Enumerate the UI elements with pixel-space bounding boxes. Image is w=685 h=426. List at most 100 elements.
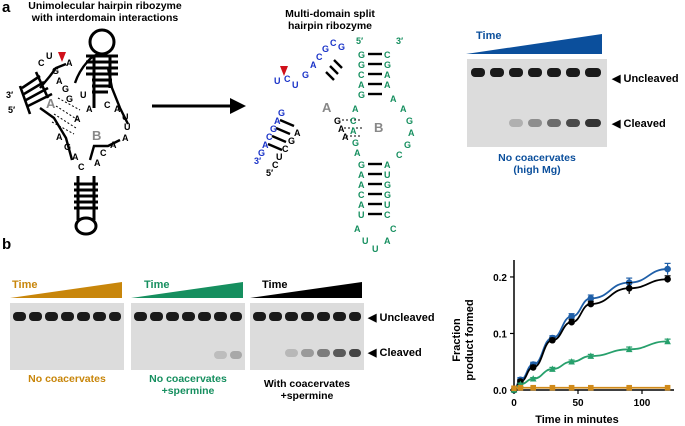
- nt: A: [56, 76, 63, 86]
- nt: A: [72, 152, 79, 162]
- chart-curves: [513, 268, 668, 391]
- unimolecular-title-line2: with interdomain interactions: [31, 12, 179, 24]
- data-point: [568, 384, 575, 391]
- data-point: [587, 352, 595, 359]
- data-point: [587, 295, 595, 302]
- svg-text:A: A: [274, 116, 281, 126]
- nt: C: [104, 100, 111, 110]
- svg-text:G: G: [358, 60, 365, 70]
- gel-b3-band: [317, 312, 330, 321]
- green-strand: G G C A G A C A G A G A A C A U A U U A …: [350, 50, 415, 254]
- svg-text:G: G: [322, 44, 329, 54]
- gel-b3-band: [285, 312, 298, 321]
- svg-text:A: A: [294, 128, 301, 138]
- nt: U: [46, 51, 53, 61]
- gel-a-band-4: [528, 68, 542, 77]
- transition-arrow: [152, 98, 246, 114]
- gel-b3-cleaved: [333, 349, 346, 357]
- gel-a-cleaved-3: [509, 119, 523, 127]
- gel-b1-time-ramp: [10, 282, 122, 298]
- data-point: [529, 375, 537, 382]
- svg-text:A: A: [354, 224, 361, 234]
- svg-text:G: G: [302, 70, 309, 80]
- nt: G: [62, 84, 69, 94]
- gel-b3-condition: With coacervates +spermine: [263, 378, 351, 402]
- domain-a-label: A: [46, 96, 56, 111]
- gel-a-band-2: [490, 68, 504, 77]
- y-tick-label: 0.1: [493, 329, 507, 340]
- gel-b2-condition: No coacervates +spermine: [149, 373, 227, 397]
- svg-text:G: G: [358, 160, 365, 170]
- gel-b2-cleaved: [230, 351, 242, 359]
- gel-a-band-1: [471, 68, 485, 77]
- svg-text:A: A: [342, 132, 349, 142]
- green-strand-right: C G A: [384, 50, 391, 80]
- svg-text:A: A: [352, 104, 359, 114]
- split-cleavage-marker: [280, 66, 288, 76]
- x-tick-label: 100: [634, 398, 651, 409]
- svg-text:C: C: [272, 160, 279, 170]
- data-point: [664, 337, 671, 345]
- data-point: [588, 384, 594, 391]
- svg-text:A: A: [358, 200, 365, 210]
- nt: U: [80, 90, 87, 100]
- data-point: [664, 275, 671, 283]
- stem-bottom: [74, 176, 98, 236]
- gel-b1-band: [45, 312, 58, 321]
- data-point: [549, 384, 556, 391]
- svg-text:G: G: [384, 180, 391, 190]
- svg-text:G: G: [278, 108, 285, 118]
- end-3-top: 3′: [396, 36, 403, 46]
- split-title: Multi-domain split hairpin ribozyme: [270, 8, 390, 32]
- svg-text:C: C: [358, 70, 365, 80]
- end-3-label: 3′: [6, 90, 13, 100]
- svg-text:C: C: [282, 144, 289, 154]
- gel-b1-band: [77, 312, 90, 321]
- nt: A: [56, 132, 63, 142]
- svg-text:G: G: [384, 60, 391, 70]
- svg-text:U: U: [274, 76, 281, 86]
- svg-text:G: G: [384, 190, 391, 200]
- gel-b2-band: [150, 312, 163, 321]
- svg-text:A: A: [384, 70, 391, 80]
- svg-text:A: A: [384, 80, 391, 90]
- svg-text:C: C: [316, 52, 323, 62]
- svg-text:A: A: [358, 170, 365, 180]
- svg-text:G: G: [406, 116, 413, 126]
- gel-b2-band: [134, 312, 147, 321]
- nt: A: [114, 104, 121, 114]
- gel-b3-band: [253, 312, 266, 321]
- svg-text:C: C: [390, 224, 397, 234]
- stem-left: [18, 71, 53, 115]
- interdomain-contacts: [51, 97, 81, 135]
- chart-x-axis-label: Time in minutes: [535, 414, 619, 426]
- svg-text:A: A: [358, 180, 365, 190]
- gel-a-cleaved-5: [547, 119, 561, 127]
- gel-b3-cleaved: [317, 349, 330, 357]
- nt: A: [66, 58, 73, 68]
- gel-b1-condition: No coacervates: [28, 373, 106, 385]
- gel-b2-band: [182, 312, 195, 321]
- svg-text:A: A: [400, 104, 407, 114]
- svg-text:C: C: [330, 38, 337, 48]
- nt: A: [94, 158, 101, 168]
- gel-a-cleaved-7: [585, 119, 601, 127]
- svg-text:C: C: [266, 132, 273, 142]
- gel-b1-band: [13, 312, 26, 321]
- svg-text:C: C: [284, 74, 291, 84]
- svg-text:G: G: [334, 116, 341, 126]
- gel-b3-cleaved: [285, 349, 298, 357]
- svg-text:G: G: [358, 90, 365, 100]
- svg-text:G: G: [258, 148, 265, 158]
- nt: G: [52, 66, 59, 76]
- split-contacts: [342, 119, 362, 137]
- blue-strand: G A C G A G U C U G A C G C G: [258, 38, 345, 158]
- chart-points: [510, 262, 671, 394]
- svg-text:A: A: [384, 160, 391, 170]
- split-domain-b: B: [374, 120, 383, 135]
- gel-b2-time-label: Time: [144, 279, 170, 291]
- data-point: [568, 313, 575, 320]
- svg-text:A: A: [338, 124, 345, 134]
- nt: C: [100, 148, 107, 158]
